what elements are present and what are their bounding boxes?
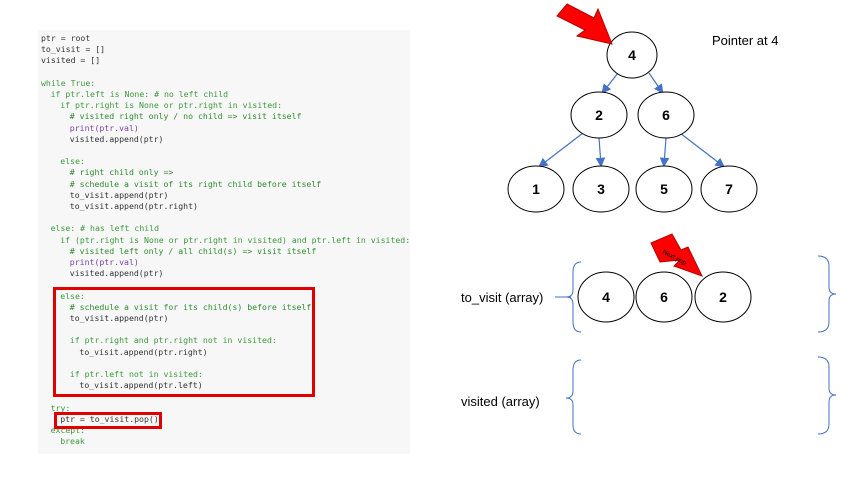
code-line: to_visit.append(ptr.right) <box>79 346 208 357</box>
code-line: # right child only => <box>69 167 174 178</box>
tree-node-label: 5 <box>660 181 668 197</box>
code-line: to_visit.append(ptr) <box>69 313 169 323</box>
code-line: to_visit.append(ptr.left) <box>79 380 203 391</box>
tree-node-2: 2 <box>570 91 628 139</box>
to-visit-right-bracket <box>817 255 837 333</box>
else-branch-highlight <box>53 287 315 397</box>
edge-6-7 <box>679 132 725 168</box>
code-line: # schedule a visit of its right child be… <box>69 178 322 189</box>
tree-node-6: 6 <box>637 91 695 139</box>
to-visit-item-label: 6 <box>660 289 668 305</box>
to-visit-item-4: 4 <box>577 271 635 323</box>
edge-2-3 <box>595 137 606 168</box>
next-pop-arrow-icon <box>650 233 703 277</box>
tree-node-label: 1 <box>532 181 540 197</box>
code-line: # visited left only / all child(s) => vi… <box>69 245 317 256</box>
tree-node-7: 7 <box>700 165 758 213</box>
code-line: print(ptr.val) <box>69 122 139 133</box>
visited-label: visited (array) <box>461 394 540 409</box>
tree-node-1: 1 <box>507 165 565 213</box>
edge-4-6 <box>648 72 664 94</box>
to-visit-item-label: 2 <box>719 289 727 305</box>
code-line: visited = [] <box>41 55 101 66</box>
pop-line-highlight <box>54 412 162 429</box>
to-visit-left-bracket <box>565 261 582 333</box>
tree-node-5: 5 <box>635 165 693 213</box>
code-line: to_visit.append(ptr.right) <box>69 201 198 211</box>
code-line: to_visit.append(ptr) <box>69 189 169 200</box>
tree-node-label: 3 <box>597 181 605 197</box>
to-visit-item-label: 4 <box>602 289 610 305</box>
pointer-label: Pointer at 4 <box>712 33 779 48</box>
visited-left-bracket <box>565 359 582 435</box>
code-line: except: <box>50 425 86 435</box>
tree-node-label: 4 <box>628 47 636 63</box>
code-line: if (ptr.right is None or ptr.right in vi… <box>60 234 411 245</box>
code-line: # schedule a visit for its child(s) befo… <box>69 301 312 312</box>
to-visit-item-2: 2 <box>694 271 752 323</box>
tree-node-label: 7 <box>725 181 733 197</box>
to-visit-label: to_visit (array) <box>461 290 543 305</box>
tree-node-3: 3 <box>572 165 630 213</box>
code-line: print(ptr.val) <box>69 257 139 267</box>
code-line: if ptr.left is None: # no left child <box>50 89 229 99</box>
code-line: ptr = to_visit.pop() <box>60 413 159 424</box>
code-line: # visited right only / no child => visit… <box>69 111 302 122</box>
visited-right-bracket <box>817 356 837 435</box>
code-line: if ptr.right and ptr.right not in visite… <box>69 335 277 346</box>
code-line: try: <box>50 402 71 413</box>
code-line: else: <box>60 290 85 301</box>
code-line: visited.append(ptr) <box>69 133 164 144</box>
code-line: else: # has left child <box>50 223 160 234</box>
code-line: to_visit = [] <box>41 44 106 55</box>
edge-2-1 <box>538 132 584 168</box>
edge-6-5 <box>659 137 670 168</box>
code-line: if ptr.left not in visited: <box>69 369 203 379</box>
tree-node-4: 4 <box>606 31 658 79</box>
code-line: while True: <box>41 77 96 88</box>
next-pop-marker: Next pop <box>650 233 703 277</box>
pointer-arrow-icon <box>556 3 613 45</box>
to-visit-item-6: 6 <box>635 271 693 323</box>
tree-node-label: 6 <box>662 107 670 123</box>
code-panel <box>38 30 410 454</box>
edge-4-2 <box>601 72 619 94</box>
code-line: if ptr.right is None or ptr.right in vis… <box>60 100 283 111</box>
code-line: visited.append(ptr) <box>69 268 164 279</box>
code-line: ptr = root <box>41 33 91 43</box>
tree-node-label: 2 <box>595 107 603 123</box>
code-line: break <box>60 436 85 447</box>
code-line: else: <box>60 156 85 167</box>
